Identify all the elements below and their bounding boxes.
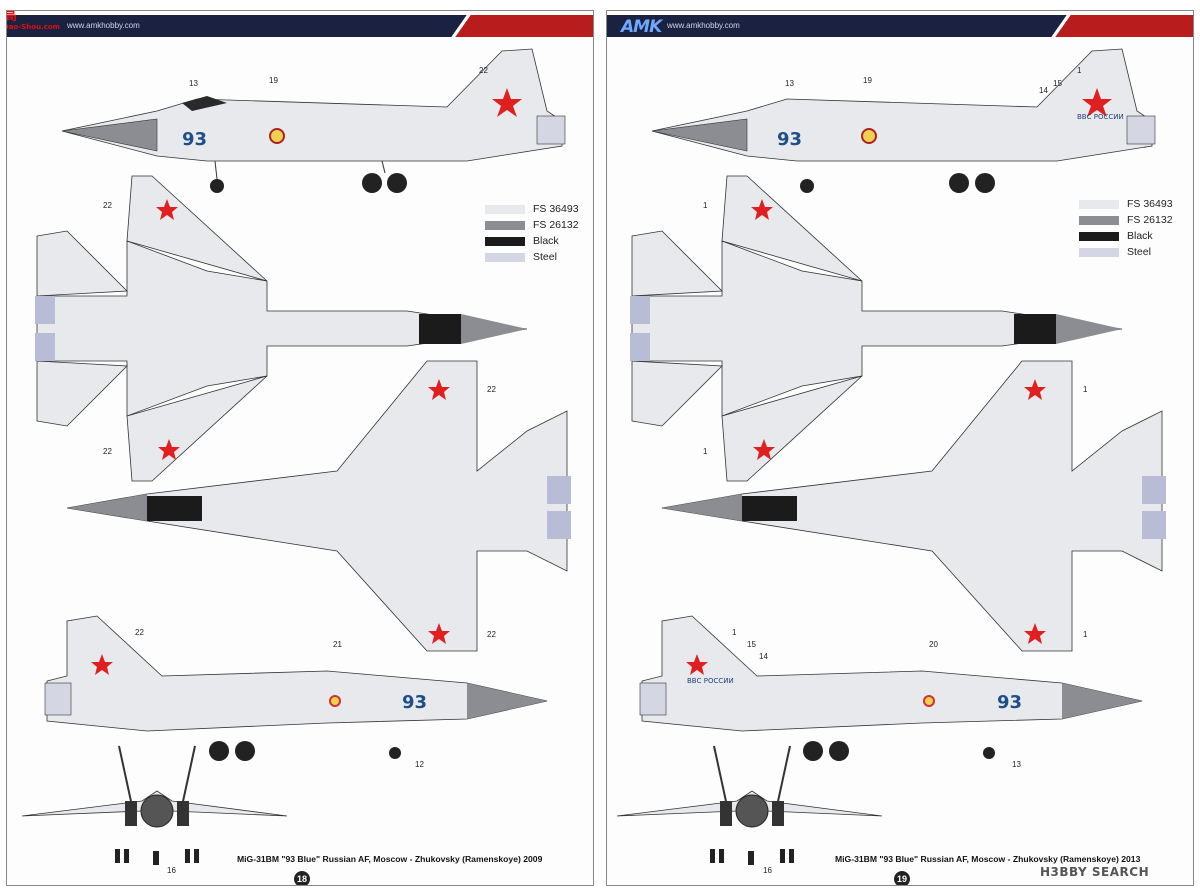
bottom-view — [66, 360, 571, 652]
scheme-caption: MiG-31BM "93 Blue" Russian AF, Moscow - … — [237, 854, 543, 864]
svg-text:1: 1 — [703, 447, 708, 456]
svg-text:22: 22 — [479, 66, 488, 75]
page-number: 19 — [894, 871, 910, 885]
svg-text:19: 19 — [863, 76, 872, 85]
svg-text:12: 12 — [415, 760, 424, 769]
svg-text:1: 1 — [1083, 385, 1088, 394]
bottom-view — [661, 360, 1166, 652]
legend-item: Steel — [485, 249, 593, 265]
color-legend: FS 36493 FS 26132 Black Steel — [1079, 196, 1193, 260]
svg-text:22: 22 — [103, 447, 112, 456]
side-profile-lower: ВВС РОССИИ 93 — [639, 615, 1143, 761]
brand-logo: AMK — [621, 17, 662, 37]
watermark-footer-logo: H3BBY SEARCH — [1040, 865, 1150, 879]
side-profile-lower: 93 — [44, 615, 548, 761]
instruction-page-right: AMK www.amkhobby.com ВВС РОССИИ 93 13 19… — [606, 10, 1194, 886]
top-view — [630, 175, 1123, 482]
front-view — [21, 745, 288, 865]
legend-item: FS 36493 — [485, 201, 593, 217]
svg-text:1: 1 — [732, 628, 737, 637]
aircraft-profiles-left: 93 13 19 22 22 22 — [21, 48, 571, 875]
header-bar — [7, 15, 593, 37]
svg-text:13: 13 — [1012, 760, 1021, 769]
svg-text:1: 1 — [1083, 630, 1088, 639]
svg-text:14: 14 — [1039, 86, 1048, 95]
legend-item: Black — [485, 233, 593, 249]
website-url: www.amkhobby.com — [67, 21, 140, 30]
watermark-logo: 高Dao-Shou.com — [6, 11, 60, 31]
svg-text:ВВС РОССИИ: ВВС РОССИИ — [1077, 113, 1124, 121]
svg-text:22: 22 — [135, 628, 144, 637]
svg-text:20: 20 — [929, 640, 938, 649]
instruction-page-left: www.amkhobby.com 高Dao-Shou.com 93 13 19 … — [6, 10, 594, 886]
legend-item: FS 26132 — [485, 217, 593, 233]
svg-text:ВВС РОССИИ: ВВС РОССИИ — [687, 677, 734, 685]
svg-text:15: 15 — [1053, 79, 1062, 88]
legend-item: FS 36493 — [1079, 196, 1193, 212]
svg-text:1: 1 — [1077, 66, 1082, 75]
svg-text:16: 16 — [763, 866, 772, 875]
svg-text:16: 16 — [167, 866, 176, 875]
svg-text:22: 22 — [487, 385, 496, 394]
svg-text:15: 15 — [747, 640, 756, 649]
side-profile-upper: ВВС РОССИИ 93 — [651, 48, 1156, 193]
legend-item: Steel — [1079, 244, 1193, 260]
svg-text:22: 22 — [103, 201, 112, 210]
website-url: www.amkhobby.com — [667, 21, 740, 30]
color-legend: FS 36493 FS 26132 Black Steel — [485, 201, 593, 265]
front-view — [616, 745, 883, 865]
svg-text:22: 22 — [487, 630, 496, 639]
page-header: AMK www.amkhobby.com — [607, 11, 1193, 41]
page-number: 18 — [294, 871, 310, 885]
svg-text:19: 19 — [269, 76, 278, 85]
legend-item: FS 26132 — [1079, 212, 1193, 228]
svg-text:13: 13 — [189, 79, 198, 88]
svg-text:93: 93 — [997, 692, 1022, 713]
svg-text:21: 21 — [333, 640, 342, 649]
svg-text:1: 1 — [703, 201, 708, 210]
scheme-caption: MiG-31BM "93 Blue" Russian AF, Moscow - … — [835, 854, 1141, 864]
legend-item: Black — [1079, 228, 1193, 244]
header-bar — [607, 15, 1193, 37]
page-header: www.amkhobby.com — [7, 11, 593, 41]
svg-text:13: 13 — [785, 79, 794, 88]
svg-text:14: 14 — [759, 652, 768, 661]
top-view — [35, 175, 528, 482]
svg-text:93: 93 — [402, 692, 427, 713]
side-profile-upper: 93 — [61, 48, 566, 193]
aircraft-profiles-right: ВВС РОССИИ 93 13 19 1 14 15 1 1 — [616, 48, 1166, 875]
svg-text:93: 93 — [777, 129, 802, 150]
fuselage-number: 93 — [182, 129, 207, 150]
